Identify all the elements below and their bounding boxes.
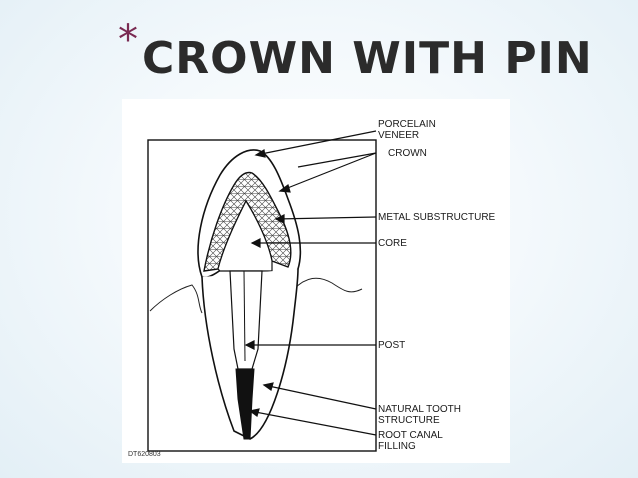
slide-title: CROWN WITH PIN [142,33,593,84]
slide-title-group: * CROWN WITH PIN [118,14,593,86]
label-metal-substructure: METAL SUBSTRUCTURE [378,212,496,223]
label-natural-tooth-structure: NATURAL TOOTH STRUCTURE [378,404,461,426]
diagram-frame [147,139,377,452]
label-core: CORE [378,238,407,249]
leader-lines [244,130,377,436]
crown-diagram: PORCELAIN VENEER CROWN METAL SUBSTRUCTUR… [122,99,510,463]
label-porcelain-veneer: PORCELAIN VENEER [378,119,436,141]
gum-left [149,284,203,314]
root-canal-filling-shape [235,368,255,440]
label-root-canal-filling: ROOT CANAL FILLING [378,430,443,452]
figure-code: DT620803 [128,451,161,458]
title-bullet: * [118,17,138,63]
label-crown: CROWN [388,148,427,159]
core-shape [217,199,273,272]
tooth-illustration [147,130,377,452]
canal-line [243,270,246,362]
label-post: POST [378,340,406,351]
gum-right [293,277,363,293]
